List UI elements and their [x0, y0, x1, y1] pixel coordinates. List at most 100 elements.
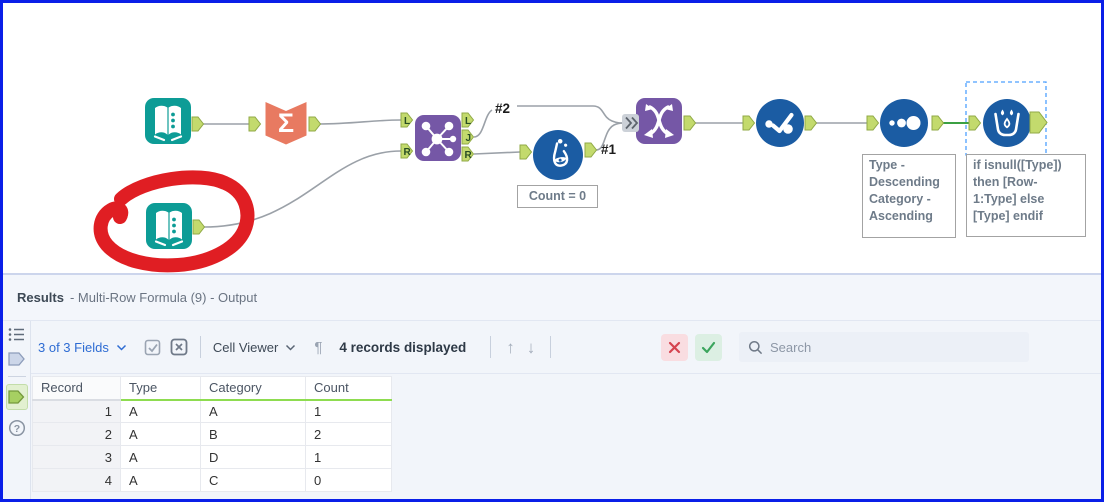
data-cell[interactable]: A	[120, 445, 201, 469]
output-anchor[interactable]	[683, 115, 696, 131]
annotation-formula[interactable]: Count = 0	[517, 185, 598, 208]
output-anchor[interactable]	[584, 142, 597, 158]
column-header-type[interactable]: Type	[120, 376, 201, 401]
tool-union[interactable]	[636, 98, 682, 144]
column-header-record[interactable]: Record	[32, 376, 121, 401]
input-anchor-nav-icon[interactable]	[7, 351, 26, 367]
chevron-down-icon	[286, 344, 296, 351]
wire-summarize-join[interactable]	[318, 119, 402, 125]
input-data-icon	[146, 203, 192, 249]
row-down-icon[interactable]: ↓	[526, 337, 536, 357]
input-data-icon	[145, 98, 191, 144]
results-toolbar: 3 of 3 Fields Cell Viewer ¶ 4 record	[31, 321, 1101, 374]
output-anchor[interactable]	[804, 115, 817, 131]
unique-check-icon	[756, 99, 804, 147]
red-marker-circle	[93, 170, 255, 273]
data-cell[interactable]: A	[200, 399, 306, 423]
tool-multi-row-formula[interactable]	[983, 99, 1031, 147]
help-icon[interactable]: ?	[8, 419, 26, 437]
deselect-fields-icon[interactable]	[170, 338, 188, 356]
record-number-cell[interactable]: 3	[32, 445, 121, 469]
record-number-cell[interactable]: 1	[32, 399, 121, 423]
anchor-letter: J	[466, 133, 472, 144]
metadata-list-icon[interactable]	[8, 327, 25, 342]
search-icon	[749, 340, 763, 354]
x-icon	[669, 341, 681, 353]
tool-summarize[interactable]: Σ	[265, 102, 307, 145]
fields-dropdown[interactable]: 3 of 3 Fields	[38, 340, 127, 355]
cell-viewer-dropdown[interactable]: Cell Viewer	[213, 340, 297, 355]
wire-joinR-formula[interactable]	[473, 151, 521, 155]
union-icon	[636, 98, 682, 144]
annotation-sort[interactable]: Type - Descending Category - Ascending	[862, 154, 956, 238]
toolbar-separator	[490, 336, 492, 358]
connection-label-1: #1	[601, 142, 617, 157]
data-cell[interactable]: A	[120, 422, 201, 446]
wire-formula-union[interactable]	[595, 122, 625, 151]
cancel-button[interactable]	[661, 333, 689, 361]
wire-label2-union[interactable]	[517, 105, 625, 124]
union-multi-input-anchor[interactable]	[622, 114, 639, 132]
show-whitespace-icon[interactable]: ¶	[314, 338, 323, 356]
input-anchor[interactable]	[519, 144, 532, 160]
annotation-multi-row-formula[interactable]: if isnull([Type]) then [Row- 1:Type] els…	[966, 154, 1086, 237]
column-header-category[interactable]: Category	[200, 376, 306, 401]
chevron-down-icon	[116, 344, 126, 351]
tool-unique[interactable]	[756, 99, 804, 147]
search-input[interactable]	[770, 339, 1021, 355]
input-anchor[interactable]	[968, 115, 981, 131]
sort-dots-icon	[880, 99, 928, 147]
output-anchor[interactable]	[192, 219, 205, 235]
data-cell[interactable]: D	[200, 445, 306, 469]
search-box[interactable]	[739, 332, 1030, 362]
tool-input-data-2[interactable]	[146, 203, 192, 249]
data-cell[interactable]: 1	[305, 399, 392, 423]
output-anchor[interactable]	[191, 116, 204, 132]
record-number-cell[interactable]: 2	[32, 422, 121, 446]
select-all-fields-icon[interactable]	[144, 339, 161, 356]
results-title: Results	[17, 290, 64, 305]
data-cell[interactable]: C	[200, 468, 306, 492]
tool-join[interactable]	[415, 115, 461, 161]
wire-joinJ-label2[interactable]	[473, 109, 493, 138]
workflow-canvas[interactable]: #2 #1 Σ	[3, 3, 1101, 273]
apply-button[interactable]	[695, 333, 723, 361]
formula-flask-icon	[533, 130, 583, 180]
input-anchor[interactable]	[248, 116, 261, 132]
results-header: Results - Multi-Row Formula (9) - Output	[3, 275, 1101, 321]
multi-row-formula-icon	[983, 99, 1031, 147]
output-anchor[interactable]	[1029, 111, 1048, 134]
data-cell[interactable]: 0	[305, 468, 392, 492]
column-header-count[interactable]: Count	[305, 376, 392, 401]
input-anchor[interactable]	[742, 115, 755, 131]
output-anchor-nav-selected[interactable]	[5, 384, 28, 410]
check-icon	[702, 341, 716, 353]
records-displayed-label: 4 records displayed	[339, 339, 467, 355]
tool-sort[interactable]	[880, 99, 928, 147]
wire-input2-join[interactable]	[203, 150, 402, 228]
output-anchor-icon	[8, 390, 25, 404]
tool-formula[interactable]	[533, 130, 583, 180]
data-cell[interactable]: 2	[305, 422, 392, 446]
input-anchor[interactable]	[866, 115, 879, 131]
output-anchor[interactable]	[931, 115, 944, 131]
data-cell[interactable]: A	[120, 468, 201, 492]
svg-text:Σ: Σ	[278, 108, 294, 138]
data-cell[interactable]: 1	[305, 445, 392, 469]
svg-text:?: ?	[13, 423, 19, 435]
toolbar-separator	[550, 336, 552, 358]
row-up-icon[interactable]: ↑	[506, 337, 515, 357]
record-number-cell[interactable]: 4	[32, 468, 121, 492]
output-anchor[interactable]	[308, 116, 321, 132]
tool-input-data-1[interactable]	[145, 98, 191, 144]
data-cell[interactable]: A	[120, 399, 201, 423]
data-cell[interactable]: B	[200, 422, 306, 446]
